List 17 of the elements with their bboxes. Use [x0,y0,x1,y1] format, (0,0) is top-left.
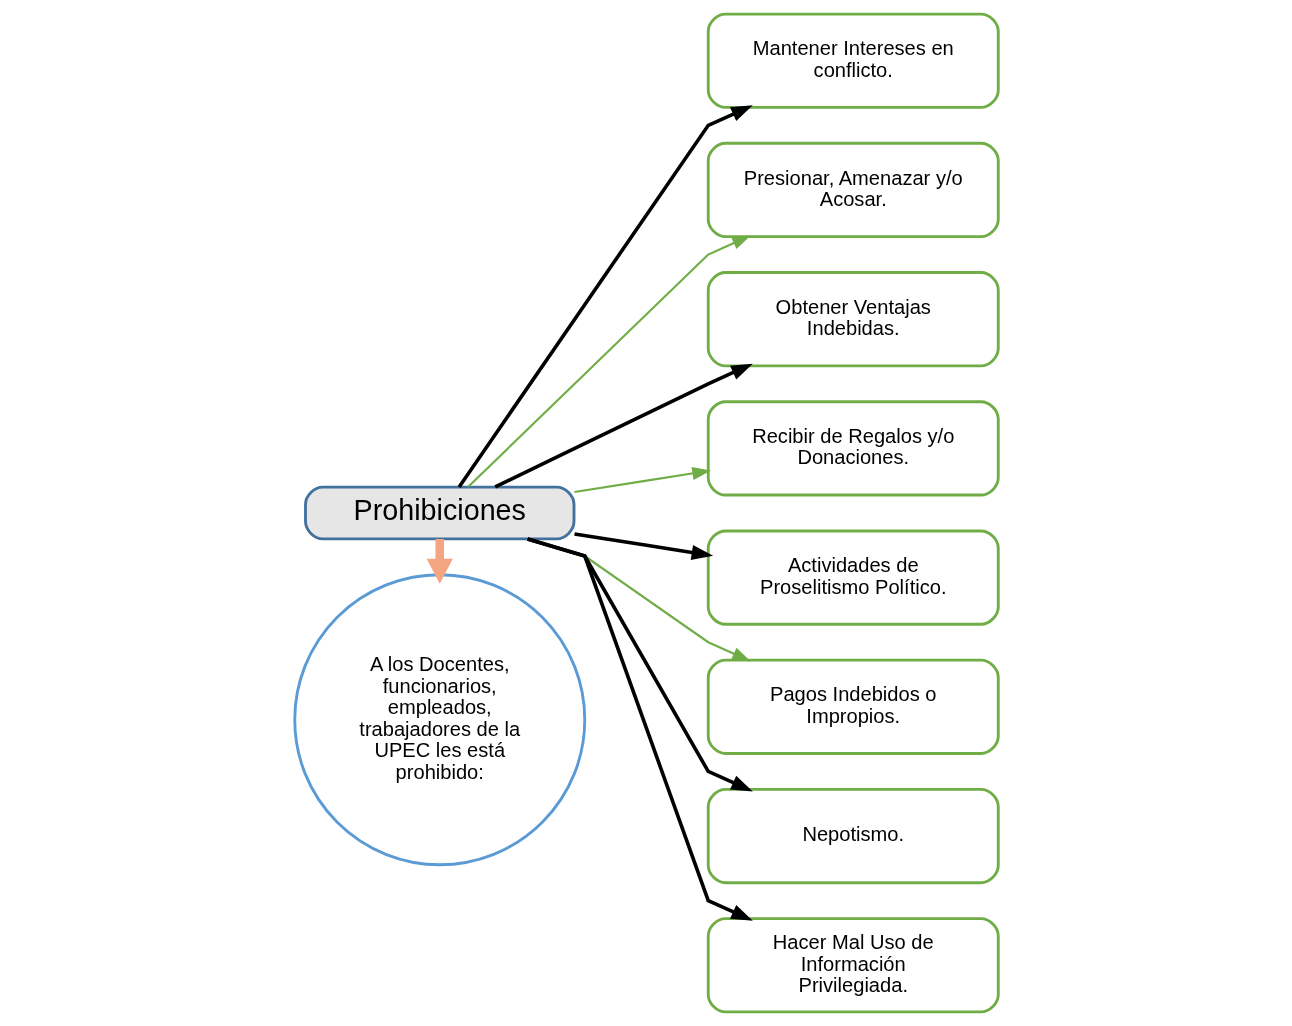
node-box: Pagos Indebidos o Impropios. [706,658,1000,755]
arrow [573,532,713,560]
node-box: Nepotismo. [706,787,1000,885]
arrow [493,363,753,489]
node-box: Obtener Ventajas Indebidas. [706,271,1000,368]
node-box: Prohibiciones [303,485,575,541]
arrow [526,537,753,921]
node-box: Mantener Intereses en conflicto. [706,12,1000,109]
node-box: Hacer Mal Uso de Información Privilegiada. [706,917,1000,1014]
arrow [467,235,751,488]
node-box: Recibir de Regalos y/o Donaciones. [706,400,1000,497]
arrow [457,105,753,488]
node-box: Actividades de Proselitismo Político. [706,529,1000,626]
arrow [573,467,711,494]
node-box: Presionar, Amenazar y/o Acosar. [706,141,1000,239]
node-circle: A los Docentes, funcionarios, empleados, trabajadores de la UPEC les está prohibido: [292,573,586,867]
arrow [426,538,453,584]
